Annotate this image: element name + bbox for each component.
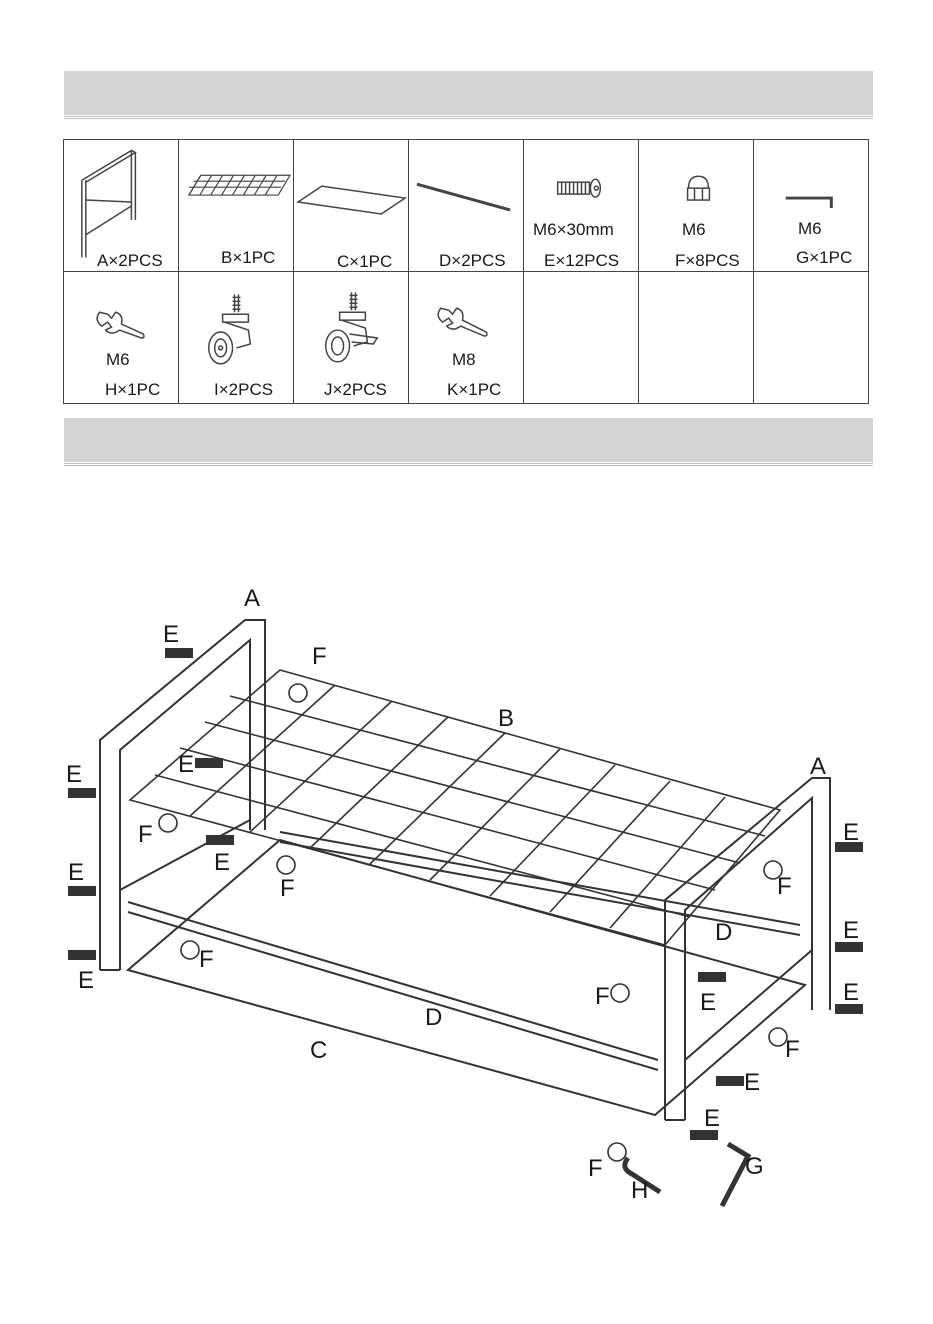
part-cell-c: C×1PC — [294, 140, 409, 272]
label-e: E — [744, 1069, 760, 1096]
part-qty-g: G×1PC — [796, 248, 852, 268]
label-d-front: D — [425, 1004, 442, 1031]
parts-row: M6 H×1PC I×2PCS — [64, 272, 869, 404]
label-e: E — [700, 989, 716, 1016]
cap-nut-icon — [608, 1143, 626, 1161]
parts-row: A×2PCS B×1PC C×1PC D×2PCS — [64, 140, 869, 272]
label-e: E — [66, 761, 82, 788]
part-cell-d: D×2PCS — [409, 140, 524, 272]
cap-nut-icons — [159, 684, 787, 1161]
label-e: E — [68, 859, 84, 886]
part-cell-g: M6 G×1PC — [754, 140, 869, 272]
part-cell-e: M6×30mm E×12PCS — [524, 140, 639, 272]
bolt-icon — [716, 1076, 744, 1086]
section-header-rule-1 — [64, 116, 873, 119]
label-f: F — [312, 643, 327, 670]
label-e: E — [843, 979, 859, 1006]
label-f: F — [588, 1155, 603, 1182]
cap-nut-icon — [611, 984, 629, 1002]
empty-cell — [754, 272, 869, 404]
part-qty-j: J×2PCS — [324, 380, 387, 400]
bolt-icon — [698, 972, 726, 982]
label-h: H — [631, 1177, 648, 1204]
label-e: E — [214, 849, 230, 876]
section-header-band-1 — [64, 71, 873, 115]
label-f: F — [595, 983, 610, 1010]
cap-nut-icon — [159, 814, 177, 832]
part-spec-h: M6 — [106, 350, 130, 370]
label-f: F — [199, 946, 214, 973]
label-f: F — [138, 821, 153, 848]
label-a-left: A — [244, 585, 260, 612]
empty-cell — [524, 272, 639, 404]
label-c: C — [310, 1037, 327, 1064]
part-qty-i: I×2PCS — [214, 380, 273, 400]
bolt-icon — [68, 886, 96, 896]
label-a-right: A — [810, 753, 826, 780]
part-qty-b: B×1PC — [221, 248, 275, 268]
part-qty-h: H×1PC — [105, 380, 160, 400]
part-cell-b: B×1PC — [179, 140, 294, 272]
bolt-icon — [206, 835, 234, 845]
parts-list-table: A×2PCS B×1PC C×1PC D×2PCS — [63, 139, 869, 404]
part-spec-k: M8 — [452, 350, 476, 370]
part-cell-i: I×2PCS — [179, 272, 294, 404]
assembly-diagram: A A B C D D E E E E E E E E E E E E F F … — [0, 560, 933, 1260]
empty-cell — [639, 272, 754, 404]
bolt-icon — [68, 788, 96, 798]
part-cell-h: M6 H×1PC — [64, 272, 179, 404]
label-e: E — [843, 819, 859, 846]
rod-d-front — [128, 902, 658, 1070]
label-b: B — [498, 705, 514, 732]
cap-nut-icon — [277, 856, 295, 874]
label-e: E — [178, 751, 194, 778]
label-e: E — [704, 1105, 720, 1132]
part-cell-a: A×2PCS — [64, 140, 179, 272]
part-qty-e: E×12PCS — [544, 251, 619, 271]
part-cell-k: M8 K×1PC — [409, 272, 524, 404]
label-g: G — [745, 1153, 764, 1180]
part-spec-g: M6 — [798, 219, 822, 239]
label-f: F — [777, 873, 792, 900]
part-cell-j: J×2PCS — [294, 272, 409, 404]
label-e: E — [163, 621, 179, 648]
label-e: E — [843, 917, 859, 944]
label-e: E — [78, 967, 94, 994]
section-header-rule-2 — [64, 463, 873, 466]
cap-nut-icon — [181, 941, 199, 959]
part-cell-f: M6 F×8PCS — [639, 140, 754, 272]
bolt-icon — [68, 950, 96, 960]
label-f: F — [785, 1036, 800, 1063]
bolt-icon — [165, 648, 193, 658]
part-spec-e: M6×30mm — [533, 220, 614, 240]
part-qty-k: K×1PC — [447, 380, 501, 400]
part-qty-c: C×1PC — [337, 252, 392, 272]
part-spec-f: M6 — [682, 220, 706, 240]
part-qty-f: F×8PCS — [675, 251, 740, 271]
cap-nut-icon — [289, 684, 307, 702]
label-d-back: D — [715, 919, 732, 946]
part-qty-a: A×2PCS — [97, 251, 163, 271]
part-qty-d: D×2PCS — [439, 251, 506, 271]
section-header-band-2 — [64, 418, 873, 462]
bolt-icon — [195, 758, 223, 768]
label-f: F — [280, 875, 295, 902]
